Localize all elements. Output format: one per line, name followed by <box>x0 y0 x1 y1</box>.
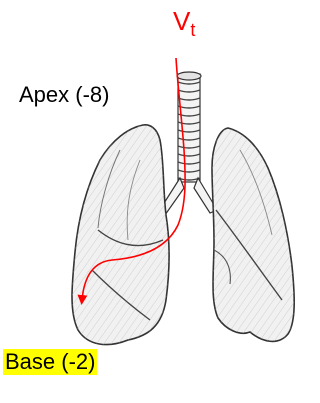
trachea <box>177 72 201 182</box>
apex-label: Apex (-8) <box>19 82 109 108</box>
bronchi <box>158 178 217 215</box>
tidal-volume-subscript: t <box>190 20 195 40</box>
left-lung <box>212 128 294 341</box>
base-label: Base (-2) <box>3 349 97 375</box>
tidal-volume-label: Vt <box>173 6 195 45</box>
right-lung <box>72 125 169 345</box>
